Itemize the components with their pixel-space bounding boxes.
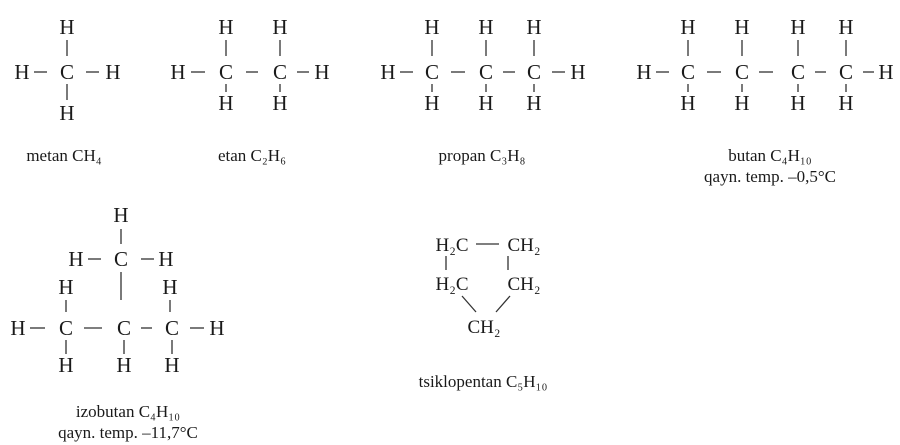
butane-carbon-1: C [681, 60, 695, 84]
propane-caption: propan C₃H₈ [439, 146, 526, 165]
butane-h-top-4: H [838, 15, 853, 39]
propane-h-left: H [380, 60, 395, 84]
propane-h-top-1: H [424, 15, 439, 39]
propane-carbon-3: C [527, 60, 541, 84]
cyclopentane-caption: tsiklopentan C₅H₁₀ [419, 372, 548, 391]
propane-structure: H H H H C C C H H H H [380, 15, 585, 115]
butane-h-top-1: H [680, 15, 695, 39]
cyclopentane-bond [461, 295, 477, 313]
butane-caption-name: butan C₄H₁₀ [728, 146, 811, 165]
propane-carbon-1: C [425, 60, 439, 84]
butane-h-bottom-4: H [838, 91, 853, 115]
methane-h-top: H [59, 15, 74, 39]
isobutane-h-left: H [10, 316, 25, 340]
butane-h-bottom-2: H [734, 91, 749, 115]
butane-h-bottom-3: H [790, 91, 805, 115]
butane-carbon-4: C [839, 60, 853, 84]
isobutane-h-branch-right: H [158, 247, 173, 271]
butane-carbon-3: C [791, 60, 805, 84]
butane-h-top-2: H [734, 15, 749, 39]
isobutane-h-bottom-1: H [58, 353, 73, 377]
propane-h-bottom-3: H [526, 91, 541, 115]
butane-h-top-3: H [790, 15, 805, 39]
ethane-h-right: H [314, 60, 329, 84]
ethane-h-bottom-1: H [218, 91, 233, 115]
ethane-structure: H H H C C H H H [170, 15, 329, 115]
isobutane-h-upper-3: H [162, 275, 177, 299]
methane-structure: H H C H H [14, 15, 120, 125]
propane-h-top-3: H [526, 15, 541, 39]
cyclopentane-ch2-bottom: CH₂ [467, 317, 500, 338]
ethane-caption: etan C₂H₆ [218, 146, 286, 165]
cyclopentane-bond [495, 295, 511, 313]
methane-carbon: C [60, 60, 74, 84]
butane-carbon-2: C [735, 60, 749, 84]
ethane-h-top-2: H [272, 15, 287, 39]
propane-carbon-2: C [479, 60, 493, 84]
propane-h-right: H [570, 60, 585, 84]
isobutane-h-bottom-3: H [164, 353, 179, 377]
isobutane-carbon-branch: C [114, 247, 128, 271]
isobutane-caption-temp: qayn. temp. –11,7°C [58, 423, 198, 442]
isobutane-carbon-2: C [117, 316, 131, 340]
butane-h-bottom-1: H [680, 91, 695, 115]
butane-structure: H H H H H C C C C H H H H H [636, 15, 893, 115]
cyclopentane-ch2-top: CH₂ [507, 235, 540, 256]
isobutane-carbon-1: C [59, 316, 73, 340]
ethane-h-top-1: H [218, 15, 233, 39]
methane-caption: metan CH₄ [26, 146, 101, 165]
cyclopentane-structure: H₂C CH₂ H₂C CH₂ CH₂ [435, 235, 540, 338]
ethane-h-left: H [170, 60, 185, 84]
butane-h-left: H [636, 60, 651, 84]
ethane-carbon-2: C [273, 60, 287, 84]
isobutane-h-upper-1: H [58, 275, 73, 299]
cyclopentane-ch2-middle: CH₂ [507, 274, 540, 295]
isobutane-h-right: H [209, 316, 224, 340]
methane-h-bottom: H [59, 101, 74, 125]
isobutane-structure: H H C H H H H C C C H H H H [10, 203, 224, 377]
propane-h-bottom-2: H [478, 91, 493, 115]
methane-h-left: H [14, 60, 29, 84]
propane-h-top-2: H [478, 15, 493, 39]
ethane-h-bottom-2: H [272, 91, 287, 115]
isobutane-caption-name: izobutan C₄H₁₀ [76, 402, 180, 421]
isobutane-h-branch-left: H [68, 247, 83, 271]
cyclopentane-h2c-top: H₂C [435, 235, 468, 256]
ethane-carbon-1: C [219, 60, 233, 84]
propane-h-bottom-1: H [424, 91, 439, 115]
isobutane-h-bottom-2: H [116, 353, 131, 377]
methane-h-right: H [105, 60, 120, 84]
isobutane-carbon-3: C [165, 316, 179, 340]
butane-h-right: H [878, 60, 893, 84]
isobutane-h-top: H [113, 203, 128, 227]
cyclopentane-h2c-middle: H₂C [435, 274, 468, 295]
butane-caption-temp: qayn. temp. –0,5°C [704, 167, 836, 186]
